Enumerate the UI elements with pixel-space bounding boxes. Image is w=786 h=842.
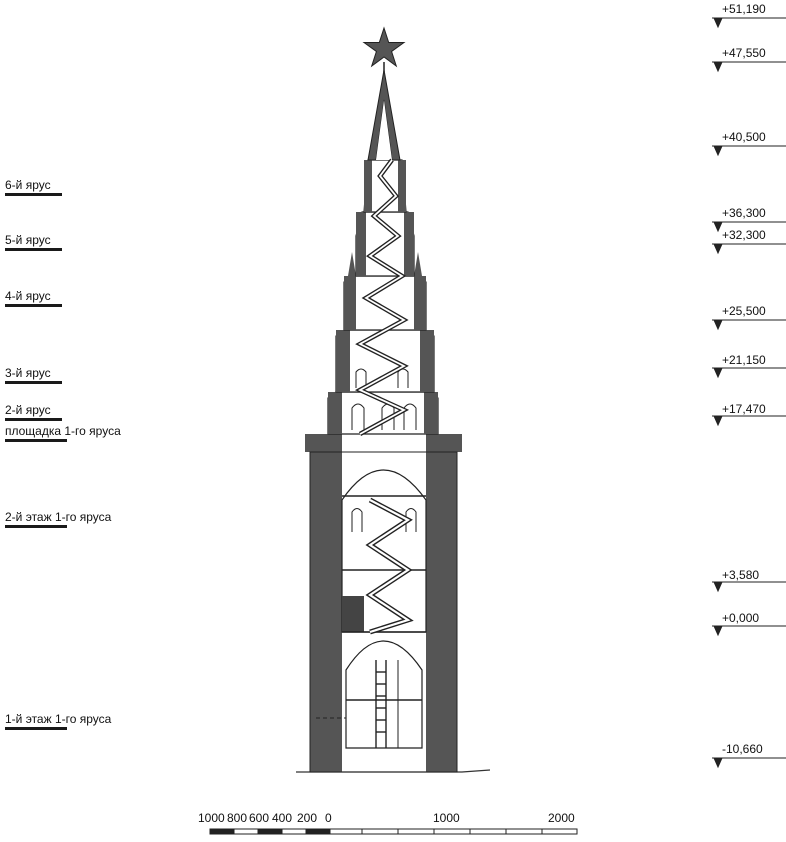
elevation-label: +40,500	[722, 130, 766, 144]
tier-label-6: 6-й ярус	[5, 178, 51, 192]
tier-label-2: 2-й ярус	[5, 403, 51, 417]
scale-label: 1000	[433, 811, 460, 825]
scale-label: 0	[325, 811, 332, 825]
elevation-label: +25,500	[722, 304, 766, 318]
tier-label-floor-1: 1-й этаж 1-го яруса	[5, 712, 112, 726]
upper-chamber	[341, 469, 427, 633]
tier-underline-2	[5, 418, 62, 421]
infill-block	[342, 596, 364, 632]
tier-label-platform-1: площадка 1-го яруса	[5, 424, 121, 438]
scale-label: 400	[272, 811, 293, 825]
tier-underline-platform-1	[5, 439, 67, 442]
tier-underline-floor-1	[5, 727, 67, 730]
scale-label: 800	[227, 811, 248, 825]
elevation-label: +32,300	[722, 228, 766, 242]
tier-label-5: 5-й ярус	[5, 233, 51, 247]
elevation-label: +17,470	[722, 402, 766, 416]
scale-bar	[209, 828, 578, 835]
elevation-label: +3,580	[722, 568, 760, 582]
scale-label: 1000	[198, 811, 225, 825]
elevation-markers	[712, 17, 786, 769]
tier-3-body	[335, 329, 435, 393]
shaft-wall-left	[305, 434, 342, 772]
tier-label-4: 4-й ярус	[5, 289, 51, 303]
tier-underline-floor-2	[5, 525, 67, 528]
tier-label-floor-2: 2-й этаж 1-го яруса	[5, 510, 112, 524]
tier-underline-5	[5, 248, 62, 251]
elevation-label: +0,000	[722, 611, 760, 625]
tier-underline-3	[5, 381, 62, 384]
star-finial	[362, 26, 406, 68]
lower-chamber	[345, 640, 423, 749]
tier-underline-6	[5, 193, 62, 196]
scale-label: 600	[249, 811, 270, 825]
elevation-label: +51,190	[722, 2, 766, 16]
scale-label: 2000	[548, 811, 575, 825]
elevation-label: +36,300	[722, 206, 766, 220]
elevation-label: -10,660	[722, 742, 763, 756]
tier-label-3: 3-й ярус	[5, 366, 51, 380]
tier-underline-4	[5, 304, 62, 307]
elevation-label: +47,550	[722, 46, 766, 60]
scale-label: 200	[297, 811, 318, 825]
shaft-wall-right	[420, 434, 462, 772]
elevation-label: +21,150	[722, 353, 766, 367]
